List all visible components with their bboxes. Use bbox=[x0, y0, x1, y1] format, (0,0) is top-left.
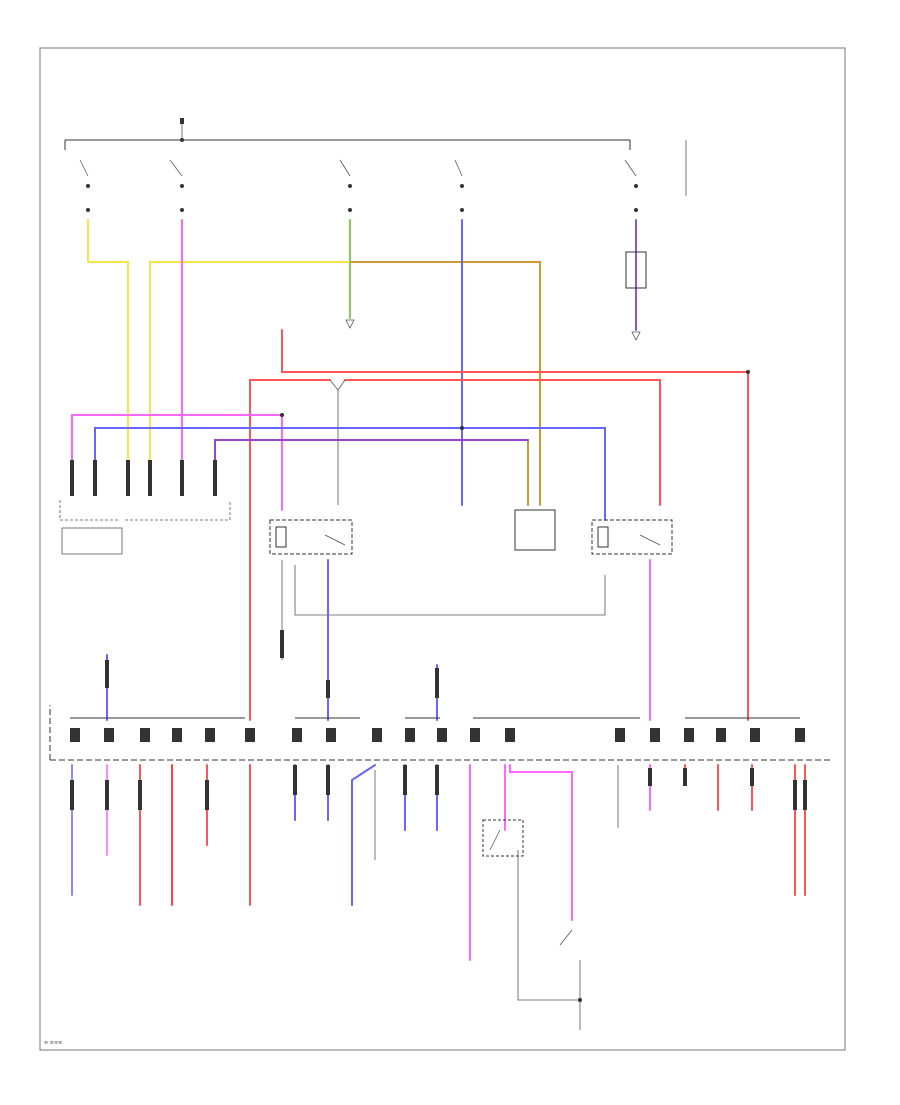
wire-orange bbox=[349, 261, 541, 506]
fuse-box bbox=[49, 705, 830, 761]
switch-circuit-lower bbox=[482, 819, 582, 1030]
ignition-switch bbox=[64, 118, 687, 212]
diagram-frame bbox=[39, 47, 846, 1051]
left-module-pins bbox=[70, 460, 217, 496]
wire-blue-mid bbox=[326, 559, 330, 721]
page-tag: ≡ ≡≡≡ bbox=[44, 1040, 62, 1046]
bus-pink bbox=[71, 414, 283, 511]
wire-green bbox=[345, 219, 355, 329]
bus-purple bbox=[214, 439, 529, 496]
wire-violet-right bbox=[625, 219, 647, 341]
relay-left bbox=[269, 519, 353, 555]
input-stub-center bbox=[435, 664, 439, 721]
wire-red-main bbox=[249, 329, 749, 721]
wire-yellow bbox=[87, 219, 351, 496]
left-modules bbox=[59, 500, 231, 555]
outputs-lower bbox=[70, 764, 807, 961]
relay-ground-bus bbox=[280, 560, 606, 660]
splice-dots bbox=[180, 138, 750, 430]
input-stub-left bbox=[105, 654, 109, 721]
center-module bbox=[514, 509, 556, 551]
relay-right bbox=[591, 519, 673, 555]
